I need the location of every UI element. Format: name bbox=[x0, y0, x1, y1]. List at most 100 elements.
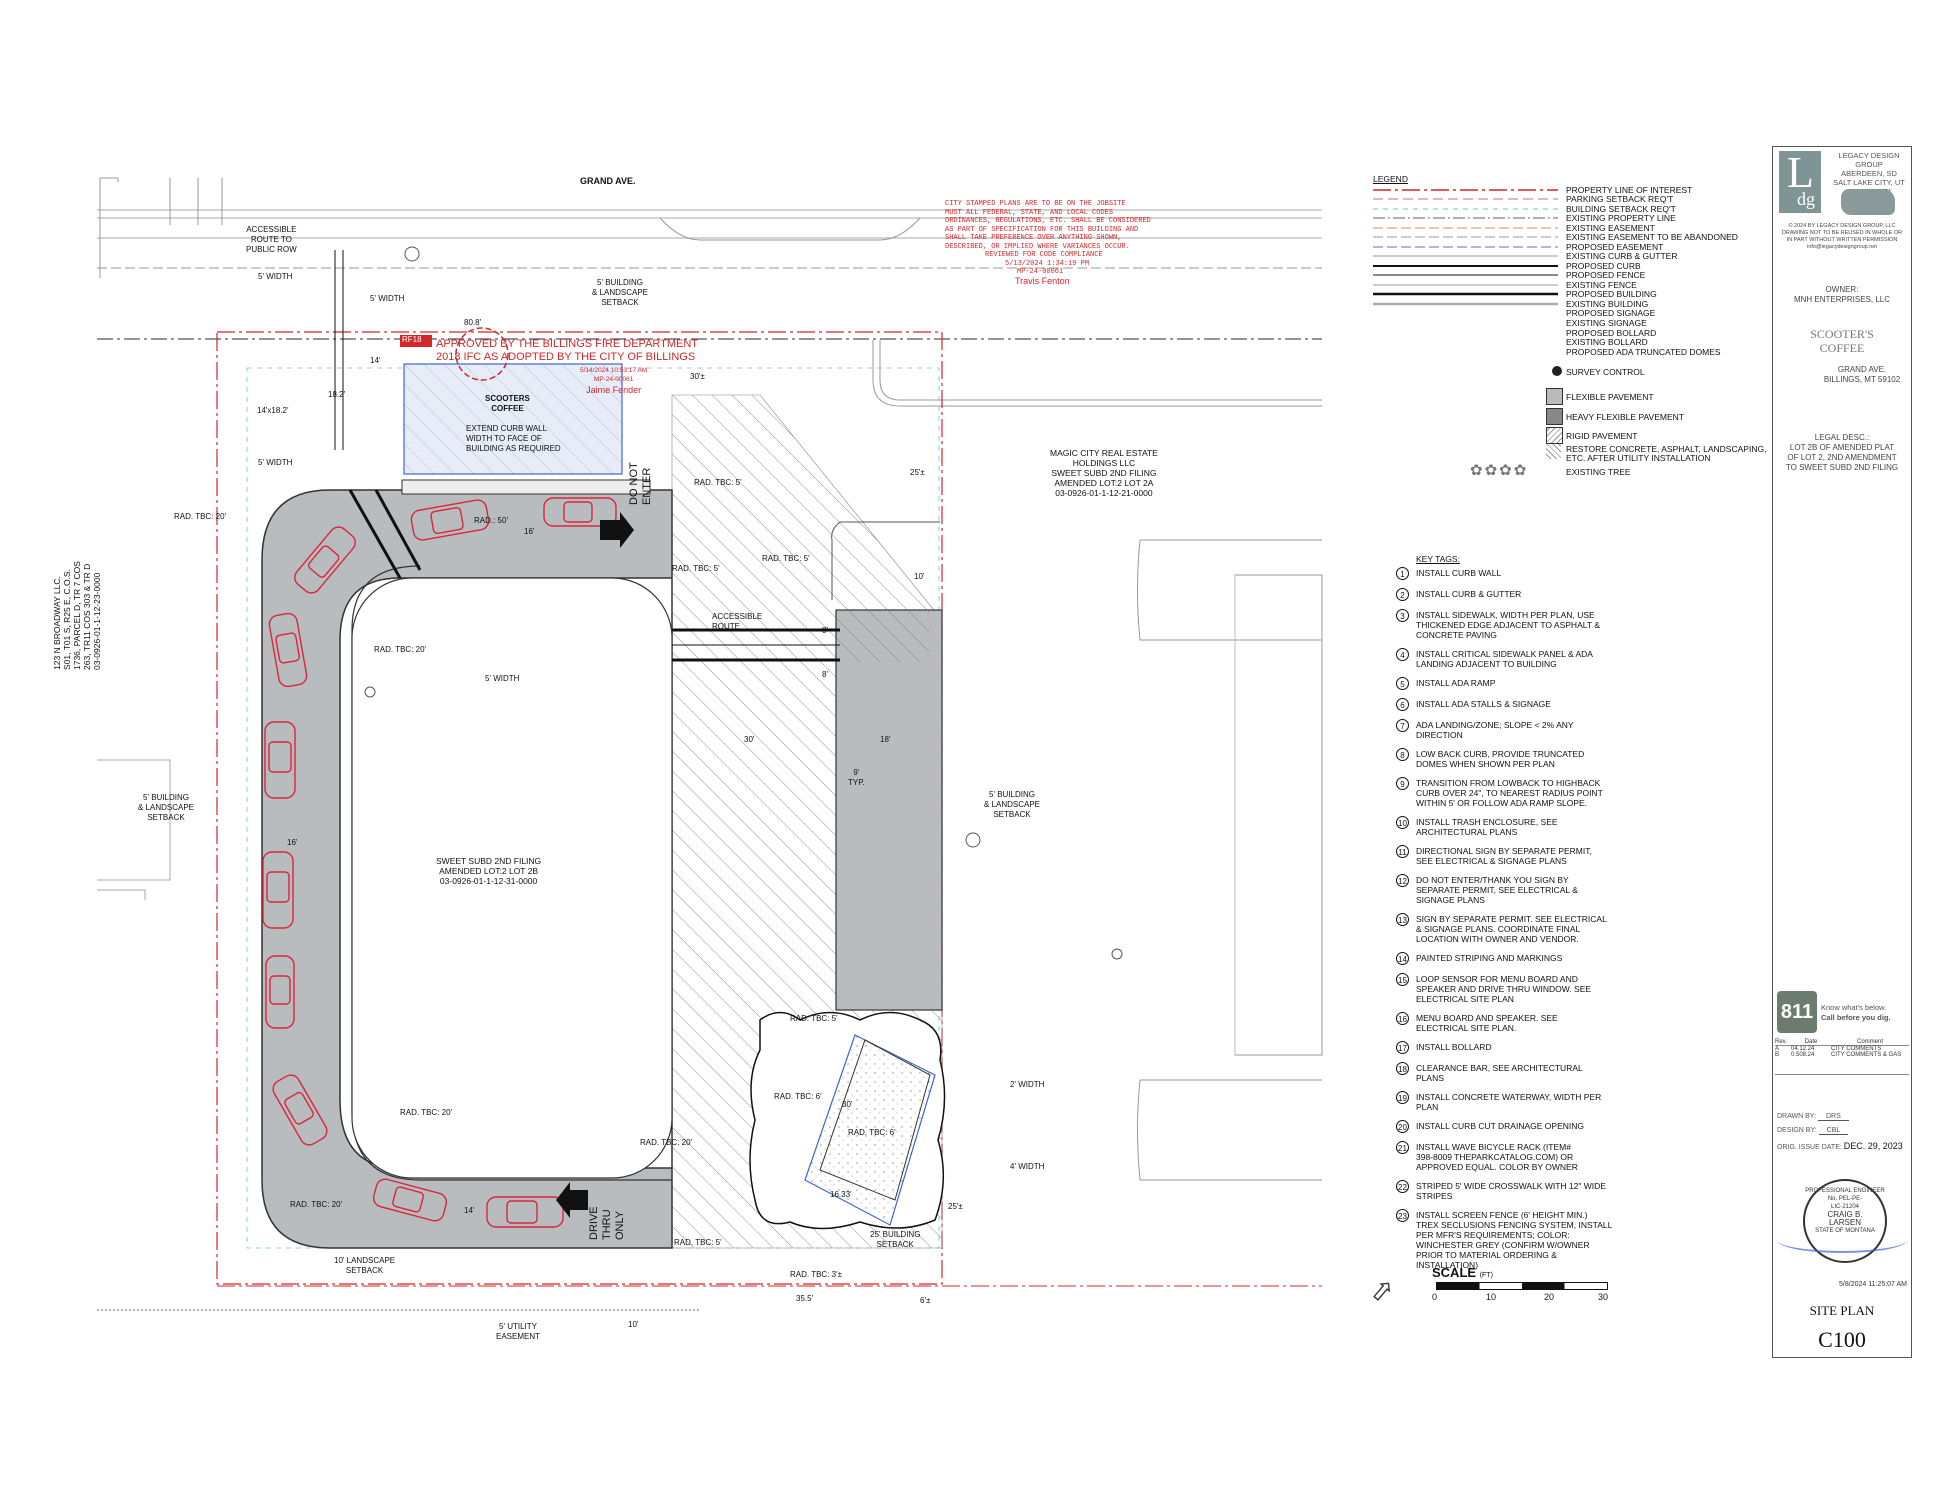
legend-item: PROPOSED ADA TRUNCATED DOMES bbox=[1566, 347, 1721, 357]
key-tag-text: MENU BOARD AND SPEAKER. SEE bbox=[1416, 1013, 1558, 1023]
key-tag-text: THICKENED EDGE ADJACENT TO ASPHALT & bbox=[1416, 620, 1600, 630]
dim: 16' bbox=[524, 527, 535, 536]
key-tag-number: 23 bbox=[1396, 1209, 1409, 1222]
label-line: 5' BUILDING bbox=[989, 790, 1035, 799]
label-line: SCOOTERS bbox=[485, 394, 530, 403]
design-by-value: CBL bbox=[1818, 1127, 1849, 1135]
key-tag-text: APPROVED EQUAL. COLOR BY OWNER bbox=[1416, 1162, 1578, 1172]
grand-ave-street bbox=[97, 209, 1322, 407]
label-west-parcel: 123 N BROADWAY LLC. S01, T01 S, R25 E, C… bbox=[52, 510, 102, 670]
label-line: BUILDING AS REQUIRED bbox=[466, 444, 561, 453]
seal-line: PROFESSIONAL ENGINEER bbox=[1805, 1188, 1885, 1194]
dim: 30' bbox=[744, 735, 755, 744]
sidewalks bbox=[334, 250, 840, 662]
key-tag-text: INSTALL SIDEWALK, WIDTH PER PLAN, USE bbox=[1416, 610, 1595, 620]
label-line: 03-0926-01-1-12-23-0000 bbox=[92, 572, 102, 670]
label-rad-6-b: RAD. TBC: 6' bbox=[848, 1128, 896, 1137]
rev-col: Rev. bbox=[1775, 1039, 1787, 1045]
label-rad-3: RAD. TBC: 3'± bbox=[790, 1270, 843, 1279]
key-tag-text: INSTALLATION) bbox=[1416, 1260, 1479, 1270]
legend-item: EXISTING BUILDING bbox=[1566, 299, 1649, 309]
copyright-line: info@legacydesigngroup.net bbox=[1807, 244, 1877, 250]
dim: 80.8' bbox=[464, 318, 482, 327]
seal-line: No. PEL-PE- bbox=[1827, 1196, 1863, 1202]
key-tag-text: PLANS bbox=[1416, 1073, 1444, 1083]
label-line: 5' UTILITY bbox=[499, 1322, 537, 1331]
key-tag-text: CURB OVER 24", TO NEAREST RADIUS POINT bbox=[1416, 788, 1603, 798]
rev-col: Comment bbox=[1856, 1039, 1883, 1045]
legal-label: LEGAL DESC.: bbox=[1814, 433, 1870, 442]
key-tag-number: 13 bbox=[1396, 913, 1409, 926]
label-width-2: 2' WIDTH bbox=[1010, 1080, 1045, 1089]
dim: 16.33' bbox=[830, 1190, 852, 1199]
key-tag-text: INSTALL CRITICAL SIDEWALK PANEL & ADA bbox=[1416, 649, 1593, 659]
seal-line: LARSEN bbox=[1828, 1218, 1861, 1227]
label-bldg-setback-west: 5' BUILDING & LANDSCAPE SETBACK bbox=[138, 793, 194, 823]
legend-item: PARKING SETBACK REQ'T bbox=[1566, 194, 1674, 204]
dim: 14' bbox=[464, 1206, 475, 1215]
scale-unit: (FT) bbox=[1479, 1272, 1493, 1279]
key-tag-text: PER MFR'S REQUIREMENTS; COLOR: bbox=[1416, 1230, 1570, 1240]
legend-item: PROPOSED BUILDING bbox=[1566, 289, 1657, 299]
key-tag-text: INSTALL ADA RAMP bbox=[1416, 678, 1496, 688]
rf-tag: RF18 bbox=[402, 335, 422, 344]
drive-thru-cars bbox=[262, 497, 617, 1228]
label-line: 10' LANDSCAPE bbox=[334, 1256, 396, 1265]
legend-restore-1: RESTORE CONCRETE, ASPHALT, LANDSCAPING, bbox=[1566, 444, 1767, 454]
label-line: DRIVE bbox=[588, 1206, 600, 1240]
dim: 25'± bbox=[948, 1202, 963, 1211]
key-tag-number: 6 bbox=[1396, 698, 1409, 711]
legend-rigid: RIGID PAVEMENT bbox=[1566, 431, 1638, 441]
legend-item: EXISTING FENCE bbox=[1566, 280, 1637, 290]
key-tag-text: STRIPES bbox=[1416, 1191, 1453, 1201]
key-tag-text: 398-8009 THEPARKCATALOG.COM) OR bbox=[1416, 1152, 1574, 1162]
key-tag-text: DO NOT ENTER/THANK YOU SIGN BY bbox=[1416, 875, 1569, 885]
owner: OWNER: MNH ENTERPRISES, LLC bbox=[1773, 285, 1911, 305]
label-rad-5-a: RAD. TBC: 5' bbox=[694, 478, 742, 487]
key-tags-title: KEY TAGS: bbox=[1416, 554, 1460, 564]
fire-line-1: APPROVED BY THE BILLINGS FIRE DEPARTMENT bbox=[436, 338, 699, 350]
note-line: ORDINANCES, REGULATIONS, ETC. SHALL BE C… bbox=[945, 217, 1151, 225]
legend-item: BUILDING SETBACK REQ'T bbox=[1566, 204, 1676, 214]
fire-approval-text: APPROVED BY THE BILLINGS FIRE DEPARTMENT… bbox=[436, 338, 698, 364]
scale-tick: 30 bbox=[1598, 1292, 1609, 1302]
red-review-note: CITY STAMPED PLANS ARE TO BE ON THE JOBS… bbox=[945, 200, 1151, 285]
label-line: SWEET SUBD 2ND FILING bbox=[1051, 468, 1157, 478]
key-tag-number: 8 bbox=[1396, 748, 1409, 761]
rev-cell: 0.508.24 bbox=[1791, 1052, 1815, 1058]
note-line: MUST ALL FEDERAL, STATE, AND LOCAL CODES bbox=[945, 208, 1114, 217]
key-tag-number: 10 bbox=[1396, 816, 1409, 829]
key-tag-number: 7 bbox=[1396, 719, 1409, 732]
logo-dg: dg bbox=[1797, 189, 1815, 209]
sweet-subd-lot bbox=[351, 577, 673, 1179]
label-line: S01, T01 S, R25 E, C.O.S. bbox=[62, 569, 72, 670]
key-tag-text: DIRECTIONAL SIGN BY SEPARATE PERMIT, bbox=[1416, 846, 1592, 856]
key-tag-text: INSTALL CURB WALL bbox=[1416, 568, 1502, 578]
tree-icon: ✿✿✿✿ bbox=[1470, 462, 1529, 479]
label-line: 5' BUILDING bbox=[143, 793, 189, 802]
survey-control-icon bbox=[1552, 366, 1562, 376]
label-line: ENTER bbox=[641, 467, 653, 505]
label-line: 263, TR11 COS 303 & TR D bbox=[82, 563, 92, 670]
label-sweet-subd: SWEET SUBD 2ND FILING AMENDED LOT:2 LOT … bbox=[436, 856, 541, 886]
scale-tick: 0 bbox=[1432, 1292, 1438, 1302]
note-date: 5/13/2024 1:34:19 PM bbox=[1005, 259, 1090, 268]
label-line: & LANDSCAPE bbox=[984, 800, 1041, 809]
label-accessible-route: ACCESSIBLE ROUTE bbox=[712, 612, 762, 632]
key-tag-text: PLAN bbox=[1416, 1102, 1439, 1112]
signature-mark bbox=[1777, 1227, 1907, 1253]
key-tag-text: LOCATION WITH OWNER AND VENDOR. bbox=[1416, 934, 1579, 944]
legal-description: LEGAL DESC.: LOT 2B OF AMENDED PLAT OF L… bbox=[1773, 433, 1911, 473]
label-bldg-setback-north: 5' BUILDING & LANDSCAPE SETBACK bbox=[592, 278, 648, 308]
dim: 6'± bbox=[920, 1296, 931, 1305]
label-landscape-setback: 10' LANDSCAPE SETBACK bbox=[334, 1256, 395, 1276]
label-line: THRU bbox=[601, 1209, 613, 1240]
